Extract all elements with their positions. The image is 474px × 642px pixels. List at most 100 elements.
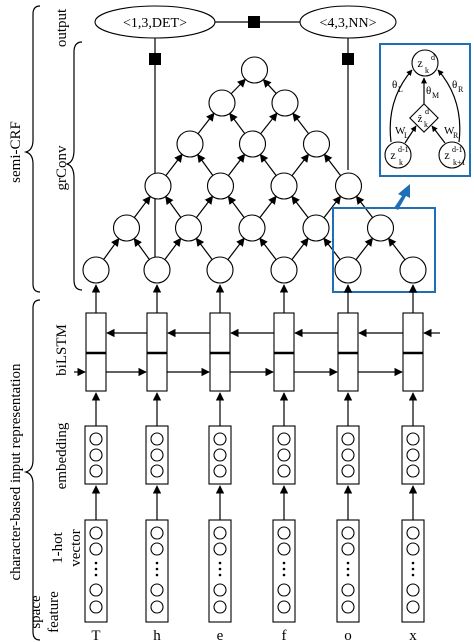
grconv-node — [334, 256, 362, 284]
inset-theta-r-sub: R — [458, 85, 464, 94]
input-character: x — [409, 628, 417, 642]
embedding-unit — [277, 432, 291, 446]
grconv-edge — [323, 153, 342, 177]
character-column: o — [336, 284, 360, 642]
output-node-left-text: <1,3,DET> — [123, 16, 187, 31]
grconv-node — [334, 172, 363, 200]
onehot-unit — [213, 542, 227, 556]
output-transition-factor — [248, 16, 260, 28]
onehot-ellipsis-dot — [218, 573, 222, 577]
onehot-unit — [341, 542, 355, 556]
embedding-unit — [341, 448, 355, 462]
onehot-unit — [341, 600, 355, 614]
inset-edge-right-top — [437, 69, 461, 143]
inset-z-top-sub: k — [425, 66, 429, 75]
grconv-edge — [355, 237, 374, 261]
inset-edge-left-top — [389, 69, 413, 143]
onehot-unit — [277, 526, 291, 540]
inset-z-left: z — [390, 148, 395, 162]
grconv-node — [302, 130, 331, 158]
embedding-unit — [213, 464, 227, 478]
bilstm-flow — [74, 328, 440, 377]
inset-z-left-sup: d-1 — [398, 145, 409, 154]
grconv-edge — [260, 112, 278, 135]
inset-theta-m-sub: M — [432, 91, 439, 100]
char-repr-label: character-based input representation — [8, 363, 24, 581]
grconv-node — [302, 214, 330, 242]
onehot-unit — [341, 583, 355, 597]
grconv-node — [238, 214, 266, 242]
grconv-node — [399, 256, 427, 284]
onehot-ellipsis-dot — [346, 567, 350, 571]
grconv-brace — [64, 41, 83, 291]
grconv-node — [82, 256, 110, 284]
grconv-node — [208, 89, 236, 117]
inset-z-top-sup: d — [431, 53, 435, 62]
onehot-ellipsis-dot — [94, 573, 98, 577]
input-character: h — [153, 628, 161, 642]
grconv-node — [271, 89, 299, 117]
onehot-unit — [406, 583, 420, 597]
semi-crf-brace — [23, 5, 41, 293]
embedding-unit — [277, 464, 291, 478]
grconv-edge — [227, 153, 246, 177]
grconv-edge — [229, 112, 246, 134]
grconv-edge — [103, 237, 120, 260]
onehot-unit — [213, 583, 227, 597]
grconv-inset: z d k ẑ d k z d-1 k z d-1 k+1 θ L θ M θ … — [379, 43, 471, 177]
embedding-unit — [341, 464, 355, 478]
onehot-unit — [150, 542, 164, 556]
grconv-node — [144, 172, 172, 200]
embedding-unit — [150, 448, 164, 462]
onehot-label-line2: vector — [68, 529, 84, 566]
embedding-unit — [89, 432, 103, 446]
inset-z-right-sub: k+1 — [453, 158, 466, 167]
embedding-unit — [406, 448, 420, 462]
grconv-label: grConv — [54, 145, 70, 191]
onehot-ellipsis-dot — [218, 567, 222, 571]
embedding-unit — [150, 432, 164, 446]
inset-theta-m: θ — [426, 85, 431, 97]
onehot-unit — [277, 600, 291, 614]
inset-z-hat-sup: d — [425, 107, 429, 116]
inset-theta-l-sub: L — [398, 85, 403, 94]
input-character: f — [282, 628, 287, 642]
onehot-ellipsis-dot — [346, 561, 350, 565]
onehot-unit — [406, 542, 420, 556]
inset-w-r-sub: R — [453, 131, 459, 140]
inset-edge-left-hat — [404, 125, 417, 144]
embedding-unit — [89, 464, 103, 478]
semi-crf-label: semi-CRF — [8, 121, 24, 183]
embedding-unit — [341, 432, 355, 446]
grconv-edge — [292, 112, 310, 135]
grconv-edge — [164, 237, 182, 260]
grconv-edge — [230, 78, 246, 95]
inset-w-l: W — [395, 125, 406, 137]
grconv-edge — [387, 237, 406, 261]
inset-node-top — [411, 49, 439, 77]
grconv-edge — [197, 153, 214, 176]
embedding-unit — [150, 464, 164, 478]
grconv-edge — [227, 237, 245, 261]
embedding-unit — [406, 432, 420, 446]
highlight-box — [332, 207, 436, 293]
grconv-edge — [259, 153, 277, 176]
onehot-ellipsis-dot — [346, 573, 350, 577]
input-character: o — [344, 628, 352, 642]
onehot-label-line1: 1-hot — [50, 531, 66, 563]
output-label: output — [54, 8, 70, 47]
character-column: T — [84, 284, 108, 642]
inset-z-right: z — [444, 148, 449, 162]
onehot-unit — [277, 542, 291, 556]
embedding-unit — [213, 432, 227, 446]
onehot-ellipsis-dot — [155, 567, 159, 571]
grconv-node — [143, 256, 171, 284]
grconv-edge — [165, 153, 183, 177]
output-left-factor — [149, 53, 161, 65]
space-feature-label-line1: space — [28, 595, 44, 629]
onehot-unit — [277, 583, 291, 597]
onehot-ellipsis-dot — [155, 573, 159, 577]
onehot-unit — [150, 526, 164, 540]
